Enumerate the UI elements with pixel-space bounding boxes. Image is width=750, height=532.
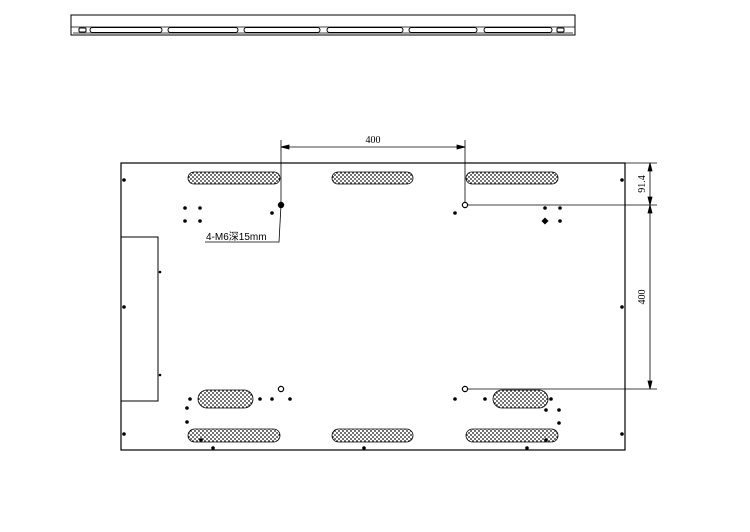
panel-outline bbox=[120, 162, 626, 451]
side-slot-3 bbox=[243, 27, 321, 33]
dimension-lines bbox=[205, 140, 657, 390]
mount-hole-bottom-right bbox=[461, 385, 469, 393]
side-slot-1 bbox=[89, 27, 163, 33]
side-slot-5 bbox=[408, 27, 478, 33]
callout-leader bbox=[205, 204, 282, 243]
screw-dots bbox=[122, 178, 624, 450]
side-view-outline bbox=[70, 14, 576, 36]
vent-bottom-right bbox=[465, 428, 559, 443]
back-panel bbox=[120, 162, 626, 451]
vent-top-left bbox=[187, 171, 281, 185]
mount-holes bbox=[277, 201, 469, 393]
vent-bottom-center bbox=[331, 428, 414, 443]
vent-mid-left bbox=[197, 389, 254, 409]
side-slot-6 bbox=[483, 27, 553, 33]
vent-meshes bbox=[187, 171, 559, 443]
mount-hole-bottom-left bbox=[277, 385, 285, 393]
vent-top-center bbox=[331, 171, 414, 185]
vent-top-right bbox=[465, 171, 559, 185]
mount-hole-top-right bbox=[461, 201, 469, 209]
dim-label-top-offset: 91.4 bbox=[637, 175, 648, 193]
dim-label-horizontal-400: 400 bbox=[366, 135, 381, 146]
dim-label-vertical-400: 400 bbox=[637, 290, 648, 305]
side-view bbox=[70, 14, 576, 36]
vent-mid-right bbox=[492, 389, 549, 409]
connector-box bbox=[120, 236, 159, 402]
vent-bottom-left bbox=[187, 428, 281, 443]
callout-label: 4-M6深15mm bbox=[206, 231, 267, 243]
side-tab-right bbox=[556, 27, 565, 33]
side-slot-2 bbox=[167, 27, 239, 33]
side-slot-4 bbox=[326, 27, 404, 33]
side-tab-left bbox=[78, 27, 87, 33]
